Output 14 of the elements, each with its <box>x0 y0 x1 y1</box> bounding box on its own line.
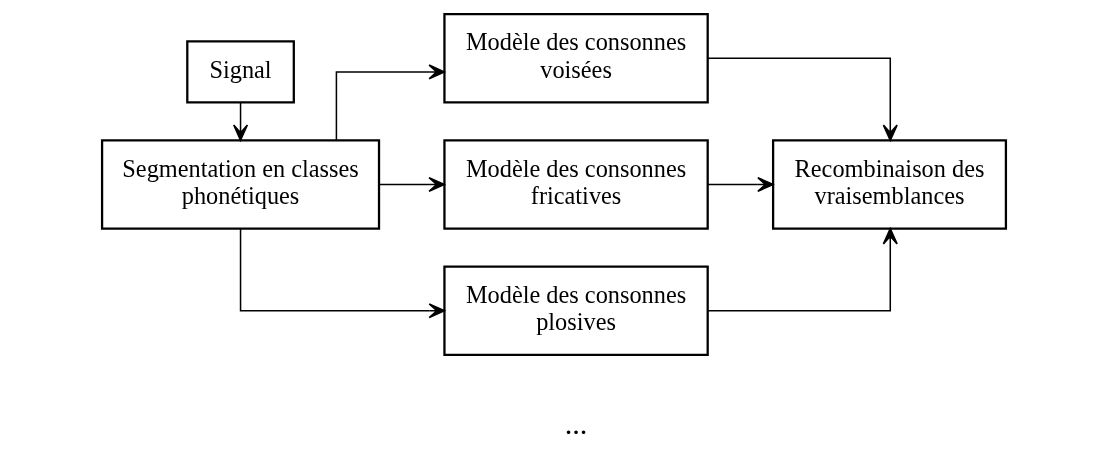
node-box: Signal <box>185 40 295 104</box>
arrow <box>706 227 898 312</box>
arrow <box>239 227 445 319</box>
node-box: Segmentation en classes phonétiques <box>100 139 380 230</box>
node-box: Modèle des consonnes voisées <box>442 12 709 104</box>
arrow <box>706 57 898 142</box>
node-box: Modèle des consonnes fricatives <box>442 139 709 230</box>
arrow <box>335 64 445 141</box>
node-box: Recombinaison des vraisemblances <box>771 139 1007 230</box>
node-box: Modèle des consonnes plosives <box>442 265 709 357</box>
arrow <box>378 176 445 193</box>
arrow <box>706 176 774 193</box>
label: ... <box>564 407 587 442</box>
arrow <box>232 101 248 142</box>
